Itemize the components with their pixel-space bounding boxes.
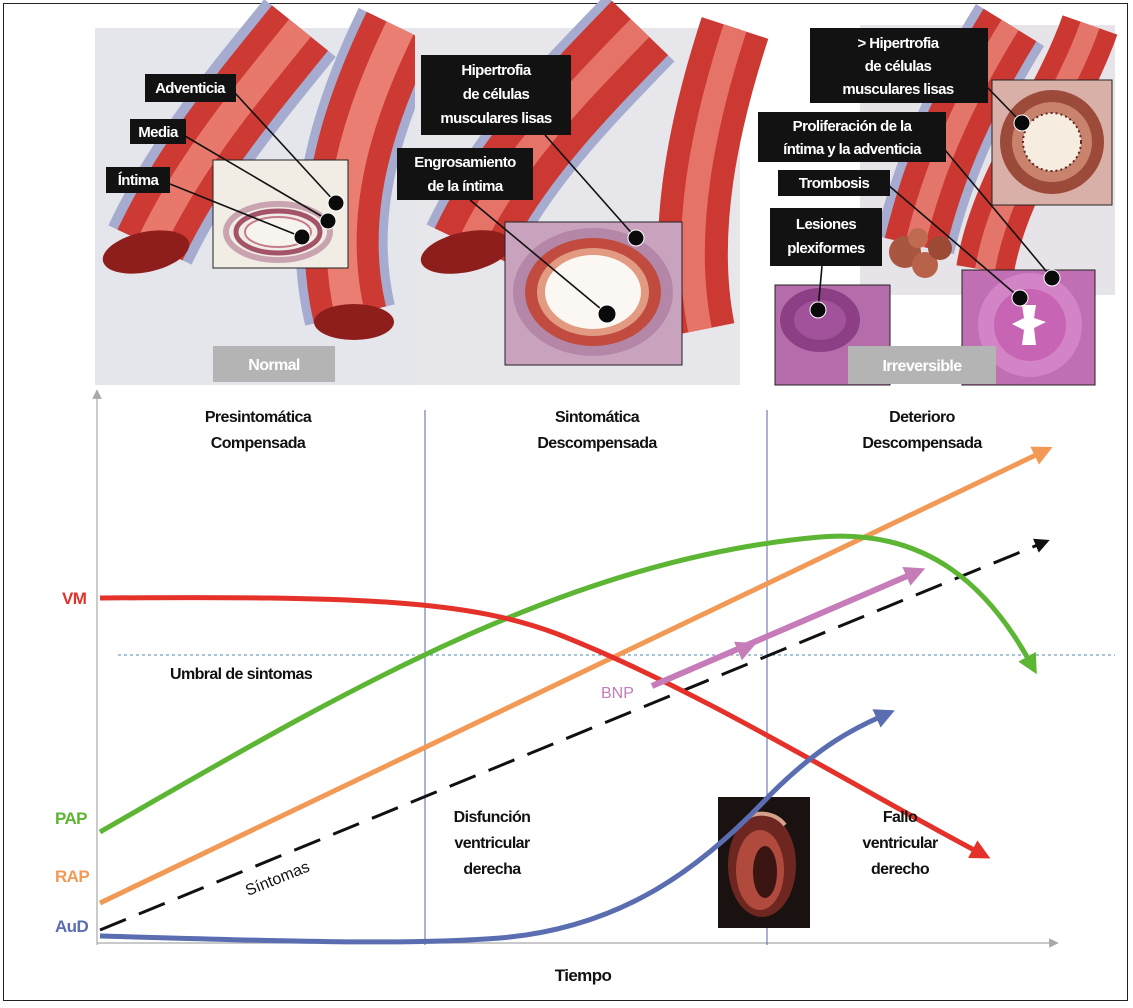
- x-axis-label: Tiempo: [555, 966, 612, 985]
- panel-normal: Adventicia Media Íntima Normal: [95, 28, 415, 385]
- plexiform-nodule: [928, 236, 952, 260]
- intima-label: Íntima: [118, 172, 160, 189]
- phase-3-line1: Deterioro: [889, 409, 956, 426]
- narrowed-lumen: [1023, 113, 1081, 171]
- trombosis-marker: [1012, 290, 1028, 306]
- trombosis-label: Trombosis: [799, 175, 870, 192]
- disfuncion-line1: Disfunción: [454, 809, 531, 826]
- vm-curve: [100, 598, 978, 852]
- bnp-curve: [652, 574, 912, 686]
- heart-image: [718, 797, 810, 928]
- rap-label: RAP: [55, 867, 89, 886]
- progression-chart: Presintomática Compensada Sintomática De…: [55, 396, 1115, 985]
- media-label: Media: [138, 124, 179, 141]
- proliferacion-label-line2: íntima y la adventicia: [783, 141, 922, 158]
- phase-2-line2: Descompensada: [537, 435, 657, 452]
- hipertrofia-label-line3: musculares lisas: [440, 110, 552, 127]
- adventicia-marker: [328, 195, 344, 211]
- engrosamiento-marker: [598, 305, 616, 323]
- adventicia-label: Adventicia: [155, 80, 226, 97]
- normal-stage-label: Normal: [248, 357, 300, 374]
- phase-1-line2: Compensada: [211, 435, 306, 452]
- fallo-line1: Fallo: [883, 809, 918, 826]
- fallo-line2: ventricular: [862, 835, 938, 852]
- lesiones-label-line1: Lesiones: [796, 216, 856, 233]
- threshold-label: Umbral de sintomas: [170, 666, 313, 683]
- irreversible-stage-label: Irreversible: [882, 358, 962, 375]
- disfuncion-line3: derecha: [463, 861, 521, 878]
- hipertrofia-marker: [628, 230, 644, 246]
- artery-opening: [314, 304, 394, 340]
- panel-middle: Hipertrofia de células musculares lisas …: [397, 28, 740, 385]
- disfuncion-line2: ventricular: [454, 835, 530, 852]
- hipertrofia-right-label-line3: musculares lisas: [842, 81, 954, 98]
- sintomas-label: Síntomas: [243, 859, 312, 900]
- proliferacion-marker: [1044, 270, 1060, 286]
- engrosamiento-label-line2: de la íntima: [427, 178, 504, 195]
- plexiform-nodule: [908, 228, 928, 248]
- hipertrofia-label-line1: Hipertrofia: [461, 62, 532, 79]
- fallo-line3: derecho: [871, 861, 930, 878]
- hipertrofia-right-label-line2: de células: [865, 58, 932, 75]
- engrosamiento-label-line1: Engrosamiento: [414, 154, 516, 171]
- lesiones-label-line2: plexiformes: [787, 240, 865, 257]
- lumen: [545, 255, 641, 329]
- lesiones-marker: [810, 302, 826, 318]
- pap-label: PAP: [55, 809, 87, 828]
- panel-irreversible: > Hipertrofia de células musculares lisa…: [758, 25, 1115, 385]
- media-marker: [320, 213, 336, 229]
- phase-3-line2: Descompensada: [862, 435, 982, 452]
- heart-chamber: [753, 846, 777, 898]
- phase-2-line1: Sintomática: [555, 409, 640, 426]
- bnp-label: BNP: [601, 685, 634, 702]
- aud-label: AuD: [55, 917, 88, 936]
- vm-label: VM: [62, 589, 87, 608]
- intima-marker: [294, 229, 310, 245]
- hipertrofia-right-marker: [1014, 115, 1030, 131]
- hipertrofia-label-line2: de células: [463, 86, 530, 103]
- proliferacion-label-line1: Proliferación de la: [793, 118, 913, 135]
- phase-1-line1: Presintomática: [205, 409, 312, 426]
- hipertrofia-right-label-line1: > Hipertrofia: [858, 35, 940, 52]
